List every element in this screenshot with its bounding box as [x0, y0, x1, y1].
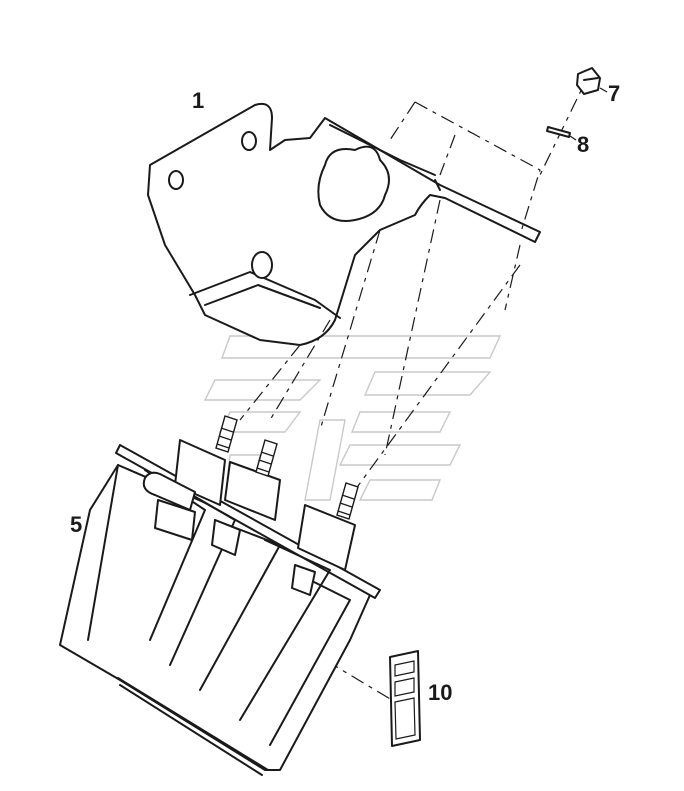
washer-part: [546, 126, 571, 138]
watermark-logo: [203, 335, 502, 501]
assembly-lines: [239, 71, 591, 701]
callout-washer: 8: [577, 132, 589, 157]
bracket-part: [147, 102, 541, 346]
callout-battery-box: 5: [70, 512, 82, 537]
callout-nut: 7: [608, 81, 620, 106]
battery-box-part: [59, 415, 381, 776]
nut-part: [576, 67, 601, 95]
leader-lines: [569, 87, 608, 141]
label-part: [389, 650, 421, 747]
callout-label: 10: [428, 680, 452, 705]
callout-bracket: 1: [192, 88, 204, 113]
